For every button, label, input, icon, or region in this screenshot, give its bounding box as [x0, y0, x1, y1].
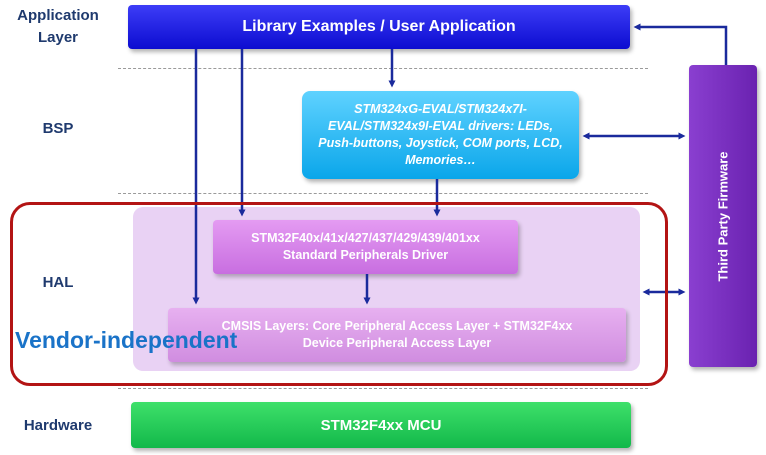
layer-label-hal: HAL: [42, 274, 74, 291]
application-box: Library Examples / User Application: [128, 5, 630, 49]
standard-peripherals-driver-box: STM32F40x/41x/427/437/429/439/401xx Stan…: [213, 220, 518, 274]
cmsis-layers-box: CMSIS Layers: Core Peripheral Access Lay…: [168, 308, 626, 362]
divider-bsp-hal: [118, 193, 648, 194]
peripherals-line-2: Standard Peripherals Driver: [282, 248, 449, 262]
peripherals-line-1: STM32F40x/41x/427/437/429/439/401xx: [251, 231, 480, 245]
bsp-drivers-box: STM324xG-EVAL/STM324x7I-EVAL/STM324x9I-E…: [302, 91, 579, 179]
divider-hal-hardware: [118, 388, 648, 389]
hal-highlight-frame: [10, 202, 668, 386]
hardware-mcu-box: STM32F4xx MCU: [131, 402, 631, 448]
cmsis-line-2: Device Peripheral Access Layer: [302, 336, 492, 350]
application-box-label: Library Examples / User Application: [242, 18, 516, 35]
vendor-independent-annotation: Vendor-independent: [15, 327, 238, 353]
third-party-firmware-box: Third Party Firmware: [689, 65, 757, 367]
hardware-mcu-label: STM32F4xx MCU: [320, 416, 442, 434]
bsp-drivers-label: STM324xG-EVAL/STM324x7I-EVAL/STM324x9I-E…: [318, 102, 563, 167]
cmsis-line-1: CMSIS Layers: Core Peripheral Access Lay…: [221, 319, 573, 333]
arrow-third-party-to-app: [633, 23, 728, 65]
layer-label-application: Application Layer: [17, 7, 99, 46]
layer-label-bsp: BSP: [42, 120, 74, 137]
layer-label-hardware: Hardware: [23, 417, 93, 434]
divider-app-bsp: [118, 68, 648, 69]
